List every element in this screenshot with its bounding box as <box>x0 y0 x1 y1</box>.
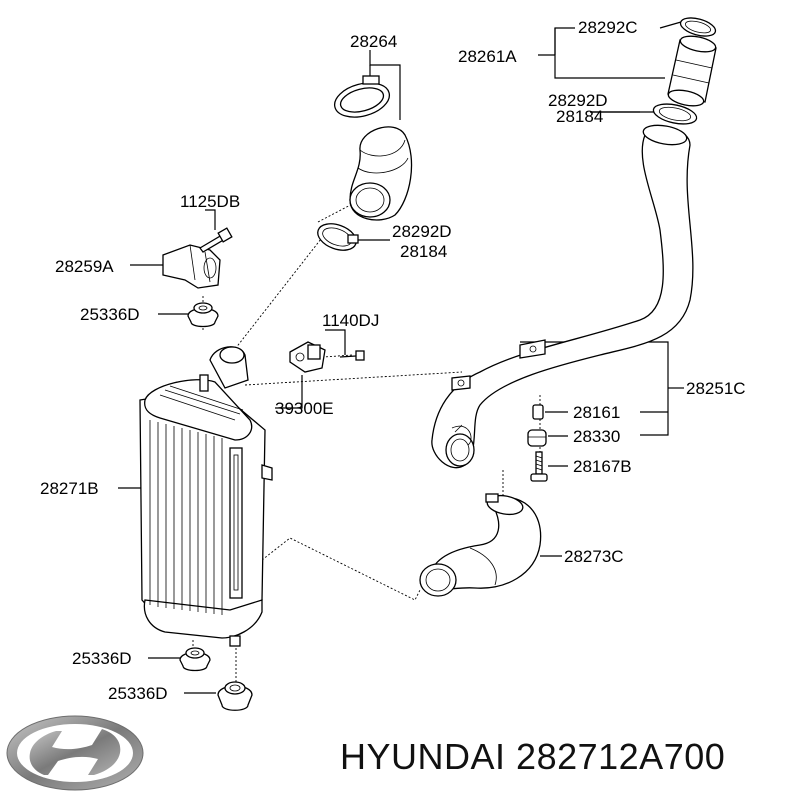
label-28184-mid: 28184 <box>400 242 447 261</box>
label-28292c: 28292C <box>578 18 638 37</box>
pipe-28251c <box>431 124 694 469</box>
label-28264: 28264 <box>350 32 397 51</box>
label-28161: 28161 <box>573 403 620 422</box>
footer-brand: HYUNDAI <box>340 736 506 777</box>
hose-upper <box>349 126 413 221</box>
sleeve-28161 <box>532 404 544 420</box>
grommet-25336d-bottom-2 <box>217 681 253 711</box>
clamp-28292d-mid <box>317 223 359 251</box>
label-1140dj: 1140DJ <box>322 311 379 330</box>
label-28259a: 28259A <box>55 257 114 276</box>
bolt-1125db <box>199 227 233 253</box>
intercooler-fins <box>149 420 223 615</box>
bolt-28167b <box>530 451 548 482</box>
clamp-28264 <box>333 75 391 118</box>
label-25336d-top: 25336D <box>80 305 140 324</box>
label-28261a: 28261A <box>458 47 517 66</box>
grommet-28330 <box>527 429 547 447</box>
grommet-25336d-bottom-1 <box>179 647 211 672</box>
screw-1140dj <box>339 350 365 361</box>
label-28184-top: 28184 <box>556 107 603 126</box>
label-39300e: 39300E <box>275 399 334 418</box>
sensor-39300e <box>289 341 326 373</box>
grommet-25336d-top <box>187 302 219 328</box>
intercooler-28271b <box>139 346 273 647</box>
label-25336d-bottom-2: 25336D <box>108 684 168 703</box>
part-labels: 28264 28292C 28261A 28292D 28184 1125DB … <box>40 18 746 703</box>
label-28251c: 28251C <box>686 379 746 398</box>
label-28273c: 28273C <box>564 547 624 566</box>
label-28271b: 28271B <box>40 479 99 498</box>
label-28292d-top: 28292D <box>548 91 608 110</box>
label-1125db: 1125DB <box>180 192 240 211</box>
footer-part-number: 282712A700 <box>516 736 726 777</box>
clamp-28292c <box>679 17 717 37</box>
bracket-28259a <box>162 244 221 289</box>
footer-caption: HYUNDAI 282712A700 <box>340 736 725 778</box>
label-28292d-mid: 28292D <box>392 222 452 241</box>
coupler-28261a <box>667 35 717 107</box>
hose-28273c <box>419 493 542 597</box>
hyundai-logo-icon <box>6 715 144 791</box>
label-28167b: 28167B <box>573 457 632 476</box>
label-28330: 28330 <box>573 427 620 446</box>
leader-lines <box>118 19 689 694</box>
clamp-28292d-top <box>652 103 698 125</box>
label-25336d-bottom-1: 25336D <box>72 649 132 668</box>
